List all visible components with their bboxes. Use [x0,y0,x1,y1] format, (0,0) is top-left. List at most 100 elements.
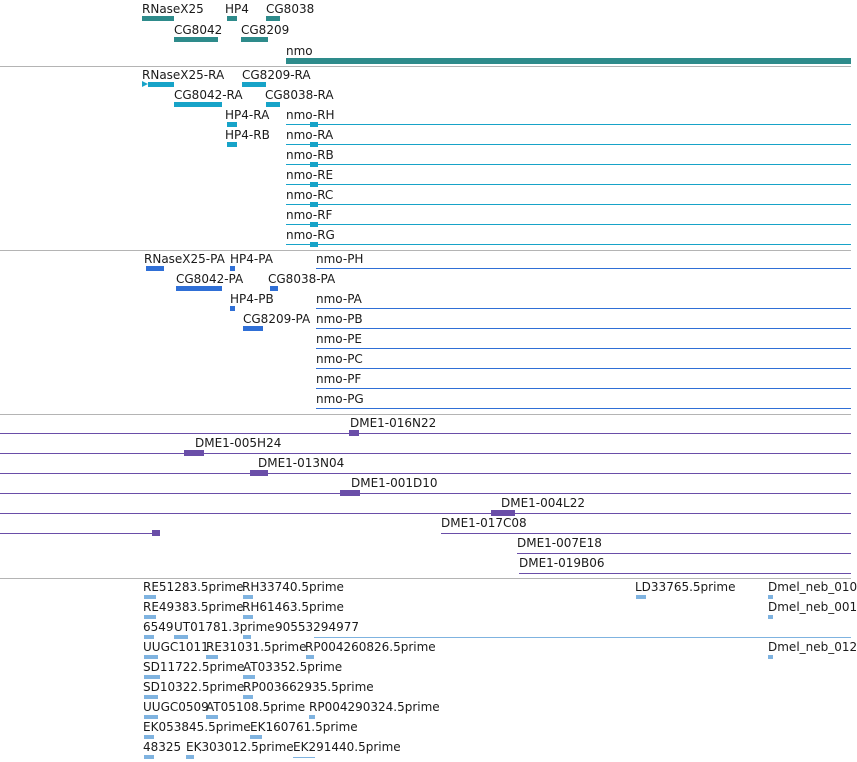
protein-feature[interactable] [230,266,235,271]
est-feature[interactable] [250,735,262,739]
est-feature[interactable] [144,735,154,739]
protein-feature[interactable] [316,368,851,369]
est-feature[interactable] [306,655,314,659]
protein-feature[interactable] [270,286,278,291]
protein-feature[interactable] [243,326,263,331]
exon-marker [310,122,318,127]
transcript-feature[interactable] [286,224,851,225]
track-separator [0,414,851,415]
est-feature[interactable] [314,637,851,638]
clone-feature[interactable] [519,573,851,574]
est-feature[interactable] [768,655,773,659]
est-label: EK160761.5prime [250,720,358,734]
est-label: 90553294977 [275,620,359,634]
clone-feature[interactable] [0,533,160,534]
protein-label: HP4-PA [230,252,273,266]
transcript-feature[interactable] [266,102,280,107]
gene-feature-cg8038[interactable] [266,16,280,21]
est-feature[interactable] [144,595,156,599]
gene-label: RNaseX25 [142,2,204,16]
transcript-feature[interactable] [148,82,174,87]
gene-label: CG8209 [241,23,290,37]
gene-feature-rnasex25[interactable] [142,16,174,21]
est-feature[interactable] [186,755,194,759]
est-label: 6549 [143,620,174,634]
protein-label: nmo-PB [316,312,363,326]
est-label: EK291440.5prime [293,740,401,754]
transcript-feature[interactable] [286,124,851,125]
exon-marker [310,222,318,227]
est-feature[interactable] [206,715,218,719]
gene-feature-cg8042[interactable] [174,37,218,42]
protein-feature[interactable] [176,286,222,291]
transcript-feature[interactable] [227,122,237,127]
est-feature[interactable] [243,615,253,619]
protein-feature[interactable] [316,348,851,349]
transcript-feature[interactable] [286,164,851,165]
track-separator [0,250,851,251]
protein-feature[interactable] [146,266,164,271]
clone-feature[interactable] [517,553,851,554]
gene-feature-nmo[interactable] [286,58,851,64]
transcript-feature[interactable] [286,144,851,145]
protein-label: nmo-PE [316,332,363,346]
est-feature[interactable] [144,675,160,679]
transcript-feature[interactable] [227,142,237,147]
est-feature[interactable] [768,595,773,599]
clone-feature[interactable] [0,493,851,494]
exon-marker [310,202,318,207]
est-feature[interactable] [293,757,315,758]
clone-label: DME1-019B06 [519,556,605,570]
clone-feature[interactable] [0,433,851,434]
clone-feature[interactable] [441,533,851,534]
transcript-label: CG8038-RA [265,88,334,102]
transcript-feature[interactable] [286,204,851,205]
transcript-feature[interactable] [286,184,851,185]
est-feature[interactable] [636,595,646,599]
est-feature[interactable] [174,635,188,639]
est-label: RE49383.5prime [143,600,244,614]
est-feature[interactable] [243,595,253,599]
est-marker [243,635,251,639]
exon-marker [310,162,318,167]
est-feature[interactable] [144,715,158,719]
clone-marker [152,530,160,536]
clone-feature[interactable] [0,513,851,514]
est-feature[interactable] [144,695,158,699]
protein-feature[interactable] [316,388,851,389]
transcript-feature[interactable] [286,244,851,245]
transcript-label: nmo-RH [286,108,335,122]
protein-label: nmo-PG [316,392,364,406]
est-label: RE31031.5prime [206,640,307,654]
est-feature[interactable] [144,635,154,639]
est-feature[interactable] [768,615,773,619]
est-feature[interactable] [144,755,154,759]
gene-feature-cg8209[interactable] [241,37,268,42]
clone-feature[interactable] [0,473,851,474]
clone-feature[interactable] [0,453,851,454]
protein-feature[interactable] [230,306,235,311]
strand-arrow-icon [142,81,148,87]
clone-label: DME1-005H24 [195,436,282,450]
est-feature[interactable] [144,655,158,659]
est-label: UUGC1011 [143,640,209,654]
gene-feature-hp4[interactable] [227,16,237,21]
est-label: UT01781.3prime [174,620,275,634]
est-feature[interactable] [206,655,218,659]
est-feature[interactable] [309,715,315,719]
est-feature[interactable] [243,675,255,679]
transcript-feature[interactable] [174,102,222,107]
protein-feature[interactable] [316,328,851,329]
transcript-feature[interactable] [242,82,266,87]
gene-label: CG8038 [266,2,315,16]
protein-feature[interactable] [316,408,851,409]
protein-feature[interactable] [316,268,851,269]
track-separator [0,66,851,67]
est-label: AT03352.5prime [243,660,343,674]
est-feature[interactable] [144,615,156,619]
transcript-label: nmo-RE [286,168,334,182]
protein-label: nmo-PF [316,372,362,386]
protein-feature[interactable] [316,308,851,309]
est-feature[interactable] [243,695,253,699]
